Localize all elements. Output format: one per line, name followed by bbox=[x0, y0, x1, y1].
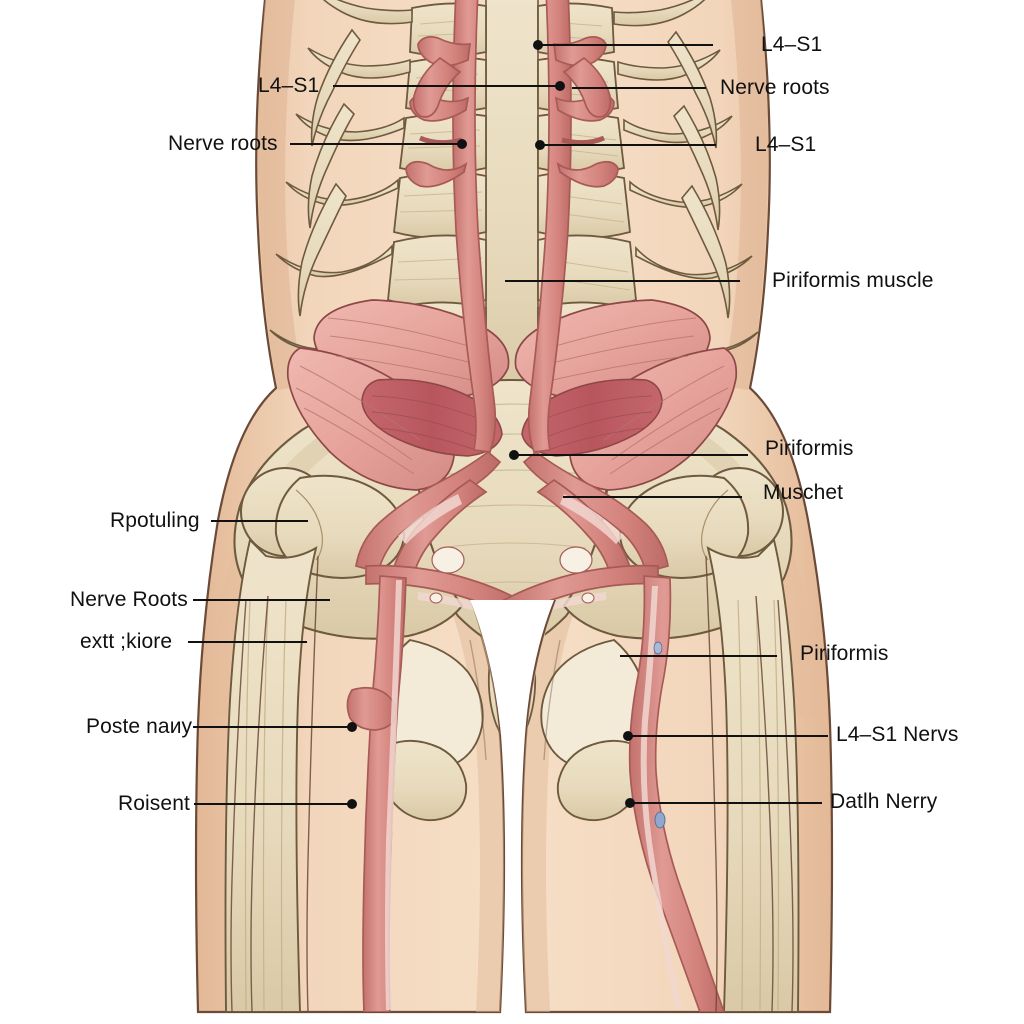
label-roisent: Roisent bbox=[118, 792, 190, 815]
label-piriformis-mid: Piriformis bbox=[765, 437, 854, 460]
label-nerve-roots-right: Nerve roots bbox=[720, 76, 830, 99]
label-poste-nary: Poste naиy bbox=[86, 715, 193, 738]
label-extt-kiore: extt ;kiore bbox=[80, 630, 173, 653]
label-l4s1-right-2: L4–S1 bbox=[755, 133, 817, 156]
nerve-network bbox=[346, 0, 726, 1012]
label-l4s1-top-right: L4–S1 bbox=[761, 33, 823, 56]
leader-dot-piriformis-mid bbox=[509, 450, 519, 460]
label-datlh-nerry: Datlh Nerry bbox=[830, 790, 938, 813]
label-nerve-roots-left: Nerve roots bbox=[168, 132, 278, 155]
label-l4s1-upper-left: L4–S1 bbox=[258, 74, 320, 97]
leader-dot-l4s1-upper-left bbox=[555, 81, 565, 91]
leader-dot-datlh-nerry bbox=[625, 798, 635, 808]
label-l4s1-nervs: L4–S1 Nervs bbox=[836, 723, 959, 746]
leader-dot-l4s1-nervs bbox=[623, 731, 633, 741]
leader-dot-poste-nary bbox=[347, 722, 357, 732]
thigh-contour-lines bbox=[230, 555, 794, 1012]
leader-dot-l4s1-right-2 bbox=[535, 140, 545, 150]
label-nerve-roots-left-2: Nerve Roots bbox=[70, 588, 188, 611]
leader-dot-nerve-roots-left bbox=[457, 139, 467, 149]
label-piriformis-lower: Piriformis bbox=[800, 642, 889, 665]
label-piriformis-muscle: Piriformis muscle bbox=[772, 269, 934, 292]
leader-dot-roisent bbox=[347, 799, 357, 809]
leader-dot-l4s1-top-right bbox=[533, 40, 543, 50]
label-muschet: Muschet bbox=[763, 481, 844, 504]
label-rpotuling: Rpotuling bbox=[110, 509, 200, 532]
